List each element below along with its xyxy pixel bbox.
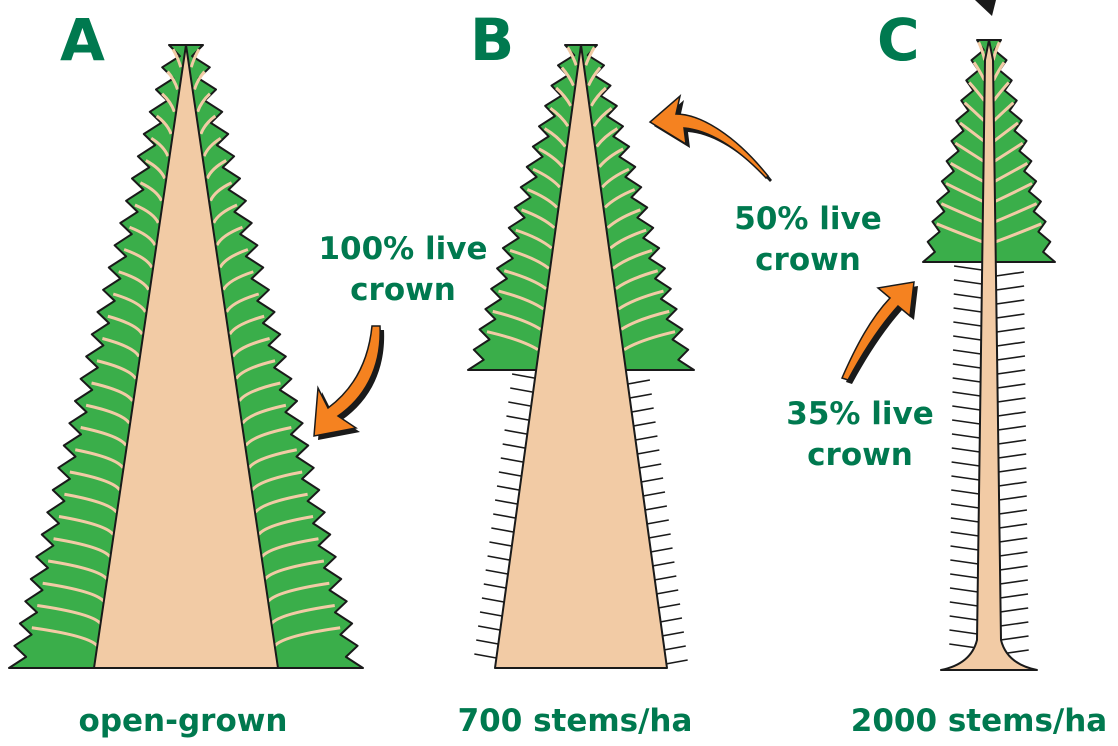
arrow-icon — [314, 326, 384, 440]
tree-c-2000-stems — [923, 40, 1055, 670]
label-c-line2: crown — [807, 437, 913, 473]
panel-letter-b: B — [470, 6, 514, 74]
panel-letter-c: C — [877, 6, 920, 74]
tree-a-open-grown — [9, 45, 363, 668]
caption-a: open-grown — [79, 703, 288, 739]
caption-b: 700 stems/ha — [458, 703, 693, 739]
arrow-icon — [975, 0, 996, 16]
label-b-line2: crown — [755, 242, 861, 278]
caption-c: 2000 stems/ha — [851, 703, 1107, 739]
arrow-icon — [842, 282, 918, 384]
arrow-icon — [650, 96, 772, 182]
label-b-line1: 50% live — [734, 201, 881, 237]
label-a-line2: crown — [350, 272, 456, 308]
panel-letter-a: A — [60, 6, 105, 74]
tree-b-700-stems — [468, 45, 694, 668]
label-c-line1: 35% live — [786, 396, 933, 432]
label-a-line1: 100% live — [318, 231, 487, 267]
